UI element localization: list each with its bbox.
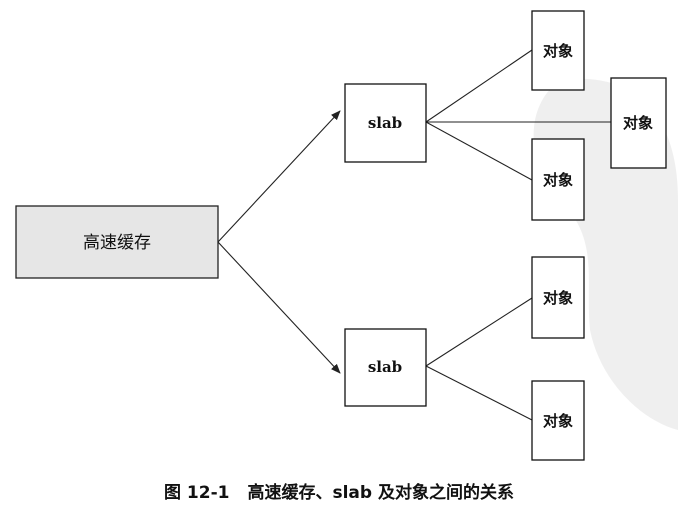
- object-5-label: 对象: [543, 412, 573, 430]
- figure-number: 图 12-1: [164, 483, 230, 503]
- slab-top-label: slab: [368, 114, 402, 132]
- slab-node-bottom: slab: [344, 328, 427, 407]
- edge-cache-to-slab-bottom: [217, 241, 341, 374]
- slab-bottom-label: slab: [368, 358, 402, 376]
- figure-caption: 图 12-1 高速缓存、slab 及对象之间的关系: [0, 478, 678, 503]
- edge-cache-to-slab-top: [217, 110, 341, 243]
- figure-caption-text: 高速缓存、slab 及对象之间的关系: [247, 483, 514, 503]
- object-4-label: 对象: [543, 289, 573, 307]
- object-1-label: 对象: [543, 42, 573, 60]
- relationship-diagram: 高速缓存 slab slab 对象 对象 对象 对象 对象: [15, 10, 678, 461]
- edge-slab-bottom-to-obj-4: [425, 297, 533, 367]
- object-node-4: 对象: [531, 256, 585, 339]
- object-node-5: 对象: [531, 380, 585, 461]
- object-2-label: 对象: [623, 114, 653, 132]
- edge-slab-top-to-obj-1: [425, 49, 533, 123]
- object-node-1: 对象: [531, 10, 585, 91]
- object-3-label: 对象: [543, 171, 573, 189]
- edge-slab-top-to-obj-3: [425, 121, 533, 181]
- cache-node: 高速缓存: [15, 205, 219, 279]
- object-node-2: 对象: [610, 77, 667, 169]
- edge-slab-bottom-to-obj-5: [425, 365, 533, 421]
- cache-label: 高速缓存: [83, 233, 151, 253]
- slab-node-top: slab: [344, 83, 427, 163]
- object-node-3: 对象: [531, 138, 585, 221]
